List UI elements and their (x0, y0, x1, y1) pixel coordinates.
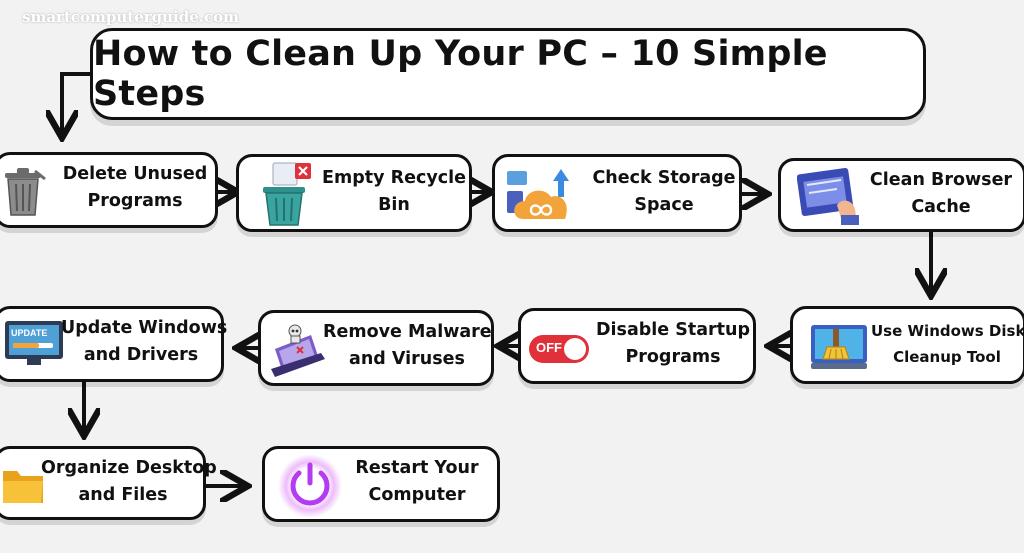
step-empty-recycle-bin: Empty Recycle Bin (236, 154, 472, 232)
step-label-line1: Check Storage (592, 168, 736, 188)
off-toggle-icon: OFF (529, 335, 589, 363)
step-label-line1: Restart Your (355, 458, 479, 478)
update-progress-bar (13, 343, 53, 348)
step-restart-your-computer: Restart Your Computer (262, 446, 500, 522)
step-label-line1: Empty Recycle (322, 168, 466, 188)
monitor-stand (27, 359, 41, 365)
step-label-line2: and Viruses (349, 349, 465, 370)
step-label-line2: Space (634, 195, 694, 216)
step-label-line2: Programs (625, 347, 721, 368)
step-use-windows-disk-cleanup-tool: Use Windows Disk Cleanup Tool (790, 306, 1024, 384)
update-progress-fill (13, 343, 39, 348)
cloud-storage-icon (507, 169, 569, 219)
step-update-windows-and-drivers: UPDATE Update Windows and Drivers (0, 306, 228, 382)
malware-laptop-icon (271, 324, 325, 377)
step-check-storage-space: Check Storage Space (492, 154, 742, 232)
update-monitor-icon: UPDATE (5, 321, 63, 365)
step-label-line2: Cleanup Tool (893, 347, 1001, 366)
trash-can-icon (5, 168, 46, 216)
step-label-line2: and Drivers (83, 345, 199, 366)
step-label-line1: Use Windows Disk (871, 322, 1024, 340)
folder-icon (3, 471, 43, 503)
step-label-line1: Organize Desktop (41, 458, 217, 478)
step-label-line1: Remove Malware (323, 322, 492, 342)
step-label-line2: and Files (78, 485, 168, 506)
step-label-line1: Clean Browser (869, 170, 1013, 190)
watermark: smartcomputerguide.com (22, 8, 240, 26)
disk-cleanup-brush-icon (811, 325, 867, 369)
page-title: How to Clean Up Your PC – 10 Simple Step… (93, 34, 828, 114)
toggle-off-label: OFF (536, 340, 562, 355)
step-delete-unused-programs: Delete Unused Programs (0, 152, 218, 228)
step-label-line2: Computer (368, 485, 466, 506)
step-label-line2: Bin (378, 195, 410, 216)
arrow-title-to-step1 (62, 72, 92, 134)
monitor-screen (9, 325, 59, 355)
browser-cleaning-icon (797, 167, 859, 225)
step-label-line1: Update Windows (61, 318, 228, 338)
step-organize-desktop-and-files: Organize Desktop and Files (0, 446, 217, 520)
power-button-icon (278, 454, 342, 518)
step-disable-startup-programs: OFF Disable Startup Programs (518, 308, 756, 384)
step-label-line2: Programs (87, 191, 183, 212)
step-label-line2: Cache (911, 197, 971, 218)
title-box: How to Clean Up Your PC – 10 Simple Step… (90, 28, 926, 120)
update-label: UPDATE (11, 328, 48, 338)
step-remove-malware-and-viruses: Remove Malware and Viruses (258, 310, 494, 386)
recycle-bin-icon (263, 162, 311, 226)
step-clean-browser-cache: Clean Browser Cache (778, 158, 1024, 232)
toggle-knob (564, 338, 586, 360)
step-label-line1: Delete Unused (62, 164, 208, 184)
step-label-line1: Disable Startup (596, 320, 750, 340)
